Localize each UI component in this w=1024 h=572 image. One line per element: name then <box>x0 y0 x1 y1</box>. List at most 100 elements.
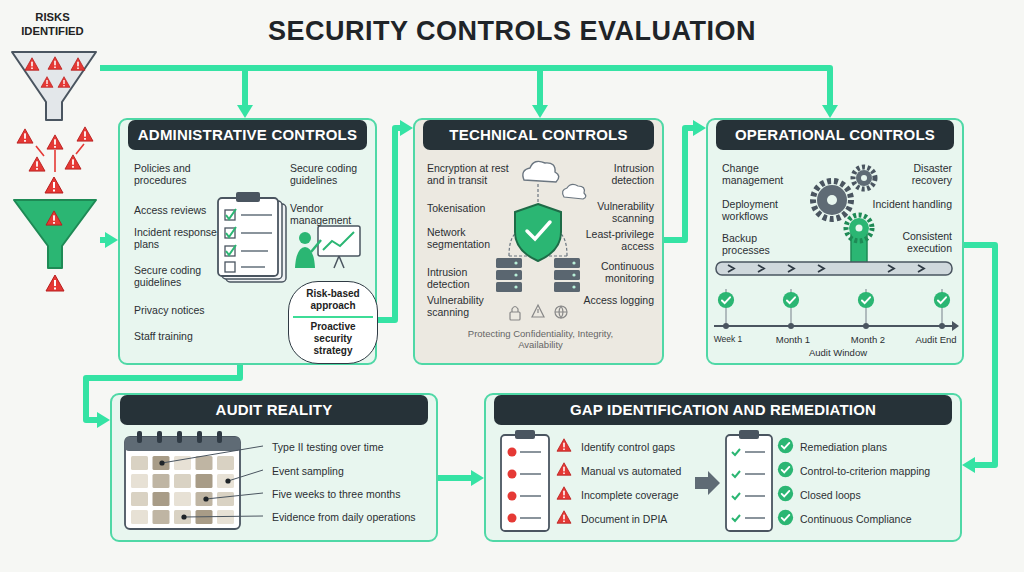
item-text: Audit End <box>912 334 960 345</box>
item-text: Intrusion detection <box>576 162 654 186</box>
item-text: Five weeks to three months <box>272 488 400 500</box>
item-text: Consistent execution <box>872 230 952 254</box>
control-panel: OPERATIONAL CONTROLS Change managementDep… <box>706 118 964 365</box>
arrow-head <box>693 120 706 136</box>
item-text: Audit Window <box>793 347 883 358</box>
item-text: Evidence from daily operations <box>272 511 416 523</box>
panel-heading: ADMINISTRATIVE CONTROLS <box>128 120 367 150</box>
item-text: Policies and procedures <box>134 162 219 186</box>
connector-line <box>438 475 473 481</box>
flow-connector <box>100 68 838 118</box>
arrow-head <box>471 470 484 486</box>
calendar-cell <box>217 510 234 524</box>
item-text: Change management <box>722 162 802 186</box>
flow-connector <box>86 365 240 428</box>
item-text: Continuous Compliance <box>800 513 911 525</box>
calendar-cell <box>153 492 170 506</box>
connector-line <box>100 68 245 107</box>
connector-line <box>378 128 402 320</box>
calendar-cell <box>131 510 148 524</box>
item-text: Risk-based approach <box>293 288 373 312</box>
item-text: Secure coding guidelines <box>134 264 219 288</box>
connector-line <box>964 245 995 465</box>
calendar-cell <box>174 510 191 524</box>
calendar-cell <box>174 474 191 488</box>
item-text: RISKS IDENTIFIED <box>5 10 100 38</box>
gap-panel: GAP IDENTIFICATION AND REMEDIATION Identi… <box>484 393 962 542</box>
flow-connector <box>438 470 484 486</box>
item-text: Access reviews <box>134 204 219 216</box>
item-text: Secure coding guidelines <box>290 162 370 186</box>
connector-line <box>100 237 109 243</box>
item-text: Document in DPIA <box>581 513 667 525</box>
item-text: Encryption at rest and in transit <box>427 162 527 186</box>
calendar-cell <box>174 456 191 470</box>
item-text: Remediation plans <box>800 441 887 453</box>
arrow-head <box>532 105 548 118</box>
item-text: Month 2 <box>843 334 893 345</box>
calendar-cell <box>196 456 213 470</box>
panel-heading: OPERATIONAL CONTROLS <box>716 120 954 150</box>
flow-connector <box>378 120 413 320</box>
arrow-head <box>237 105 253 118</box>
item-text: Vendor management <box>290 202 372 226</box>
item-text: Tokenisation <box>427 202 512 214</box>
item-text: Identify control gaps <box>581 441 675 453</box>
item-text: Event sampling <box>272 465 344 477</box>
arrow-head <box>962 457 975 473</box>
panel-heading: AUDIT REALITY <box>120 395 428 425</box>
connector-line <box>100 68 540 107</box>
control-panel: ADMINISTRATIVE CONTROLS Policies and proc… <box>118 118 377 365</box>
item-text: Control-to-criterion mapping <box>800 465 930 477</box>
risk-funnel: RISKS IDENTIFIED <box>5 8 100 293</box>
item-text: Incomplete coverage <box>581 489 678 501</box>
flow-connector <box>100 232 118 248</box>
calendar-cell <box>217 492 234 506</box>
item-text: Incident response plans <box>134 226 219 250</box>
calendar-cell <box>174 492 191 506</box>
item-text: Vulnerability scanning <box>427 294 507 318</box>
item-text: Incident handling <box>872 198 952 210</box>
item-text: Vulnerability scanning <box>576 200 654 224</box>
calendar-cell <box>217 474 234 488</box>
item-text: Month 1 <box>768 334 818 345</box>
calendar-cell <box>131 492 148 506</box>
control-panel: TECHNICAL CONTROLSEncryption at rest and… <box>413 118 664 365</box>
flow-connector <box>100 68 253 118</box>
gap-illustration <box>501 430 793 531</box>
item-text: Staff training <box>134 330 219 342</box>
calendar-cell <box>196 510 213 524</box>
item-text: Protecting Confidentiality, Integrity, A… <box>453 328 628 350</box>
flow-connector <box>664 120 706 240</box>
technical-illustration <box>496 161 586 320</box>
item-text: Intrusion detection <box>427 266 507 290</box>
audit-panel: AUDIT REALITY Type II testing over timeEv… <box>110 393 438 542</box>
calendar-cell <box>196 474 213 488</box>
item-text: Backup processes <box>722 232 802 256</box>
flow-connector <box>100 68 548 118</box>
calendar-cell <box>196 492 213 506</box>
strategy-pill: Risk-based approachProactive security st… <box>288 281 378 364</box>
item-text: Deployment workflows <box>722 198 802 222</box>
arrow-head <box>400 120 413 136</box>
item-text: Proactive security strategy <box>293 316 373 357</box>
item-text: Type II testing over time <box>272 441 383 453</box>
flow-connector <box>962 245 995 473</box>
calendar-cell <box>153 510 170 524</box>
item-text: Least-privilege access <box>576 228 654 252</box>
calendar-cell <box>131 456 148 470</box>
item-text: Access logging <box>576 294 654 306</box>
arrow-head <box>97 412 110 428</box>
connector-line <box>664 128 695 240</box>
operational-illustration <box>714 167 959 331</box>
connector-line <box>86 365 240 420</box>
item-text: Disaster recovery <box>872 162 952 186</box>
arrow-head <box>822 105 838 118</box>
panel-heading: GAP IDENTIFICATION AND REMEDIATION <box>494 395 952 425</box>
admin-illustration <box>218 192 360 282</box>
calendar-illustration <box>125 431 263 529</box>
item-text: Week 1 <box>703 334 753 345</box>
connector-line <box>100 68 830 107</box>
item-text: Continuous monitoring <box>576 260 654 284</box>
